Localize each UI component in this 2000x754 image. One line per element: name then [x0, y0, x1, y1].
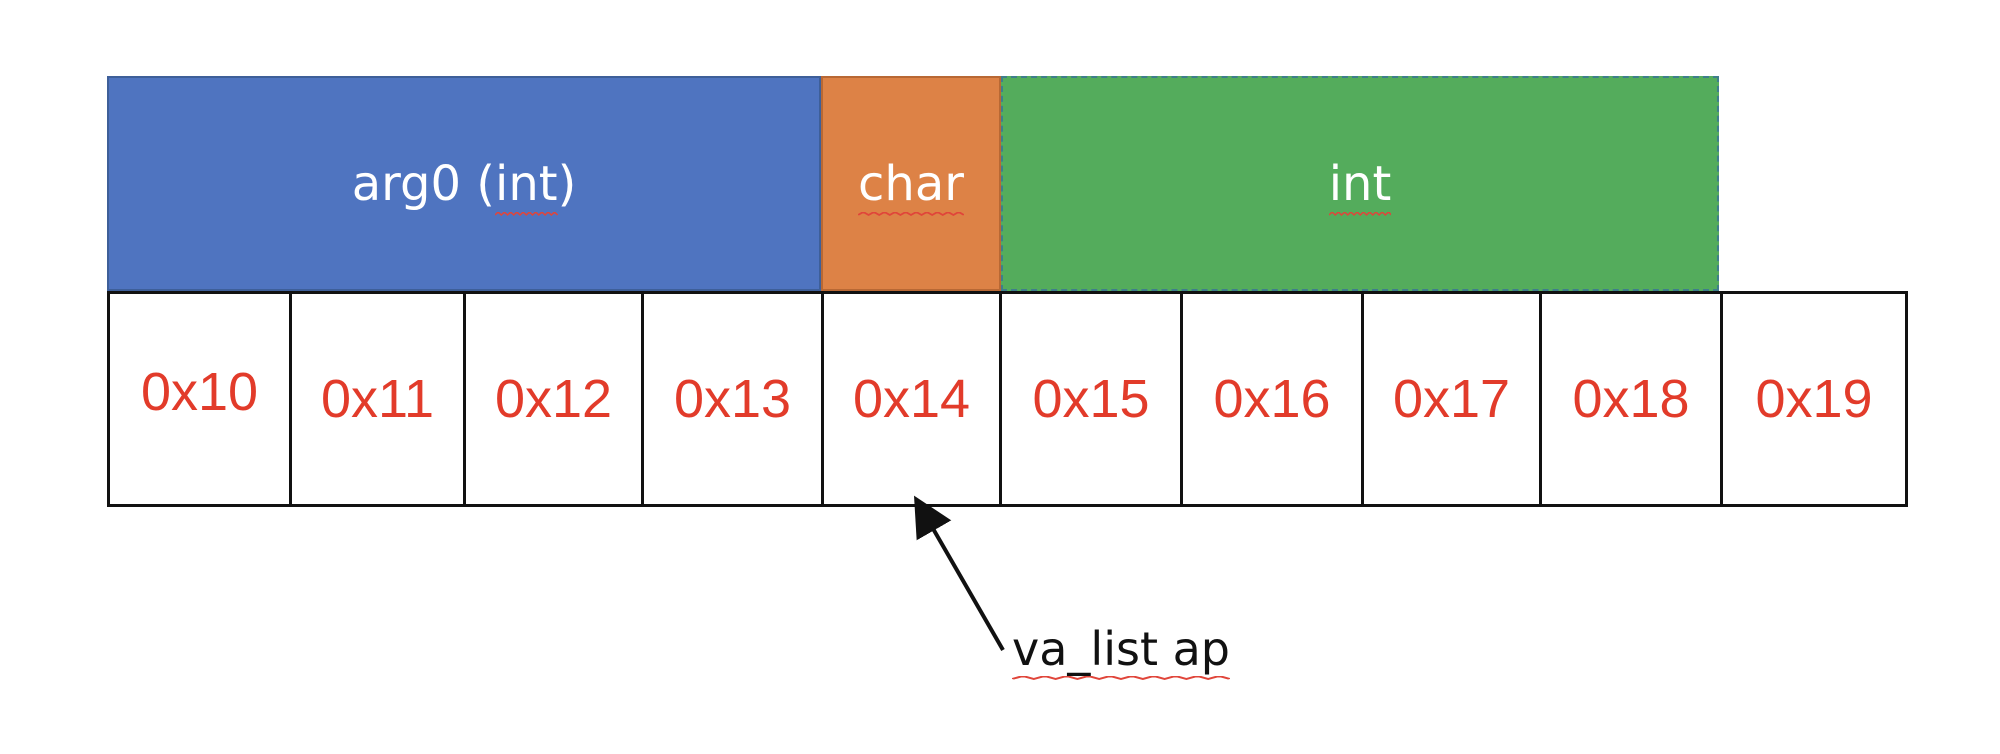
address-label: 0x15: [1032, 369, 1150, 429]
arg0-type-text: int: [494, 155, 558, 212]
char-label-text: char: [858, 155, 964, 212]
arg0-prefix: arg0 (: [351, 155, 495, 212]
arg0-type: int: [494, 155, 558, 216]
memory-cell: 0x17: [1361, 291, 1542, 507]
memory-cell: 0x10: [107, 291, 292, 507]
address-label: 0x11: [320, 369, 435, 429]
spellcheck-squiggle: [1012, 676, 1230, 681]
int-label-text: int: [1328, 155, 1392, 212]
address-label: 0x13: [673, 369, 792, 429]
char-label: char: [858, 155, 964, 216]
char-block: char: [821, 76, 1001, 291]
memory-cell: 0x11: [289, 291, 466, 507]
spellcheck-squiggle: [494, 211, 558, 216]
memory-cell: 0x19: [1720, 291, 1908, 507]
address-label: 0x16: [1213, 369, 1331, 429]
address-label: 0x14: [852, 369, 971, 429]
memory-cell: 0x18: [1539, 291, 1723, 507]
memory-cell: 0x14: [821, 291, 1002, 507]
address-label: 0x19: [1755, 369, 1873, 429]
address-label: 0x12: [494, 369, 613, 429]
arg0-suffix: ): [557, 155, 577, 212]
memory-cell: 0x16: [1180, 291, 1364, 507]
arg0-label: arg0 (int): [351, 155, 577, 216]
memory-cell: 0x12: [463, 291, 644, 507]
spellcheck-squiggle: [858, 211, 964, 216]
va-list-word: va_list ap: [1012, 622, 1230, 681]
address-label: 0x18: [1572, 369, 1690, 429]
address-label: 0x10: [140, 362, 259, 422]
int-label: int: [1328, 155, 1392, 216]
spellcheck-squiggle: [1328, 211, 1392, 216]
memory-cell: 0x13: [641, 291, 824, 507]
va-list-ap-label: va_list ap: [1012, 622, 1230, 681]
int-block: int: [1001, 76, 1719, 291]
pointer-label-text: va_list ap: [1012, 622, 1230, 676]
memory-cell: 0x15: [999, 291, 1183, 507]
arg0-int-block: arg0 (int): [107, 76, 821, 291]
address-label: 0x17: [1392, 369, 1511, 429]
